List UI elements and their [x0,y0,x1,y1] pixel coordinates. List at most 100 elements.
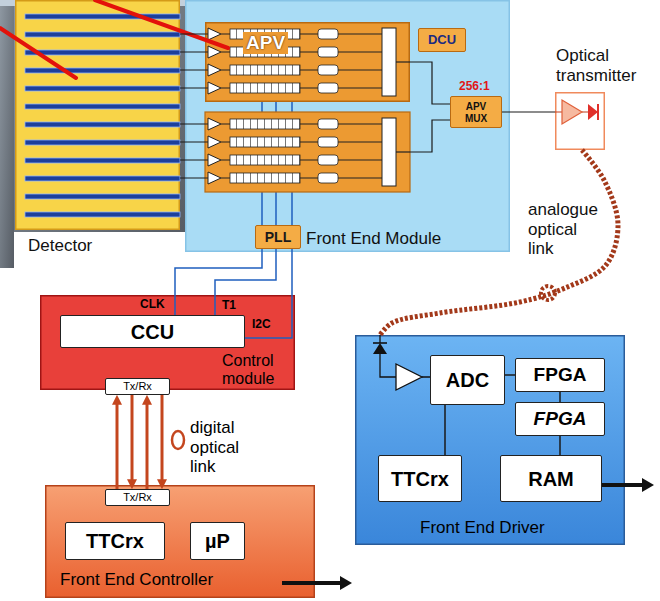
signal-name: CLK [140,298,165,312]
module-panel-fill [356,336,625,545]
chip-box: APV [205,22,410,102]
strip [25,14,180,19]
i2c-line [245,249,292,338]
transmitter-box: Optical transmitter [555,92,605,150]
node-label: Front End Module [306,229,441,249]
strip-wire [180,70,205,71]
node-label: CCU [131,320,174,343]
photodiode-symbol [373,343,387,354]
chip-box: DCU [418,28,466,52]
detector-panel: Detector [15,0,180,230]
node-label: ADC [446,369,489,392]
pointer-line [95,0,228,48]
arrow-head [642,478,654,492]
node-label: APV MUX [461,101,491,124]
output-arrow [602,478,654,492]
transceiver-box: Tx/Rx [105,489,170,506]
node-label: FPGA [534,408,587,430]
apv-output-wire [410,120,450,152]
node-label: Detector [28,236,92,256]
fibre-loop [172,431,184,449]
memory-box: RAM [500,455,602,502]
strip [25,176,180,181]
output-arrow [282,576,352,590]
clock-line [175,249,262,315]
laser-diode-symbol [588,104,598,120]
pointer-line [0,28,76,78]
apv-output-wire [410,62,450,104]
transceiver-box: Tx/Rx [105,378,170,395]
strip [25,86,180,91]
process-box: FPGA [515,402,605,436]
module-panel: Control module CCU Tx/Rx [40,295,295,390]
digital-optical-fibre [131,395,134,483]
chip-channels [205,28,410,96]
photo-area [0,0,186,232]
process-box: TTCrx [65,522,165,560]
strip [25,50,180,55]
driver-symbol [562,100,582,124]
node-label: FPGA [534,364,587,386]
node-label: µP [205,530,230,553]
mux-box: 256:1APV MUX [450,96,502,128]
process-box: CCU [60,315,245,348]
node-label: APV [243,32,288,54]
strip [25,194,180,199]
module-panel: Front End Driver ADC FPGA FPGA TTCrx RAM [355,335,625,545]
strip [25,212,180,217]
node-label: Control module [222,352,294,389]
node-label: PLL [265,229,291,245]
data-line [505,374,515,376]
data-line [559,392,561,402]
arrow-shaft [602,483,643,487]
detector-panel-fill [16,1,180,230]
data-line [559,436,561,455]
node-label: Optical transmitter [556,46,656,85]
node-label: Tx/Rx [123,491,152,504]
process-box: FPGA [515,358,605,392]
chip-box-fill [206,23,410,102]
signal-name: I2C [252,318,271,332]
module-panel-fill [41,296,295,390]
signal-name: T1 [222,299,236,313]
silicon-strips [25,14,180,217]
link-label: digital optical link [190,418,264,477]
node-label: 256:1 [459,80,490,94]
arrow-shaft [282,581,341,585]
node-label: Tx/Rx [123,380,152,393]
strip-wire [180,34,205,35]
process-box: TTCrx [378,455,462,502]
strip [25,68,180,73]
mux-output-wire [502,111,555,112]
pll-box: PLL [255,225,301,249]
arrow-head [340,576,352,590]
module-panel-fill [46,486,315,598]
strip-wire [180,88,205,89]
photo-pointer [0,0,228,78]
data-line [444,405,446,455]
detector-photo [0,0,186,268]
amplifier-symbol [396,364,422,390]
module-panel: Front End ModuleAPVDCU256:1APV MUXPLL [185,0,510,252]
node-label: TTCrx [391,467,449,490]
node-label: RAM [528,467,574,490]
node-label: DCU [428,33,456,48]
strip [25,122,180,127]
strip [25,158,180,163]
digital-optical-fibre [116,401,119,489]
transmitter-box-fill [556,93,605,150]
process-box: ADC [430,355,505,405]
module-panel: Front End ControllerTx/RxTTCrxµP [45,485,315,598]
process-box: µP [190,522,245,560]
strip [25,32,180,37]
chip-channels [205,118,410,186]
digital-optical-fibre [146,401,149,489]
photo-area [0,0,14,268]
node-label: Front End Driver [420,518,545,538]
chip-box [205,112,410,192]
strip-wire [180,124,205,178]
link-label: analogue optical link [528,200,602,259]
